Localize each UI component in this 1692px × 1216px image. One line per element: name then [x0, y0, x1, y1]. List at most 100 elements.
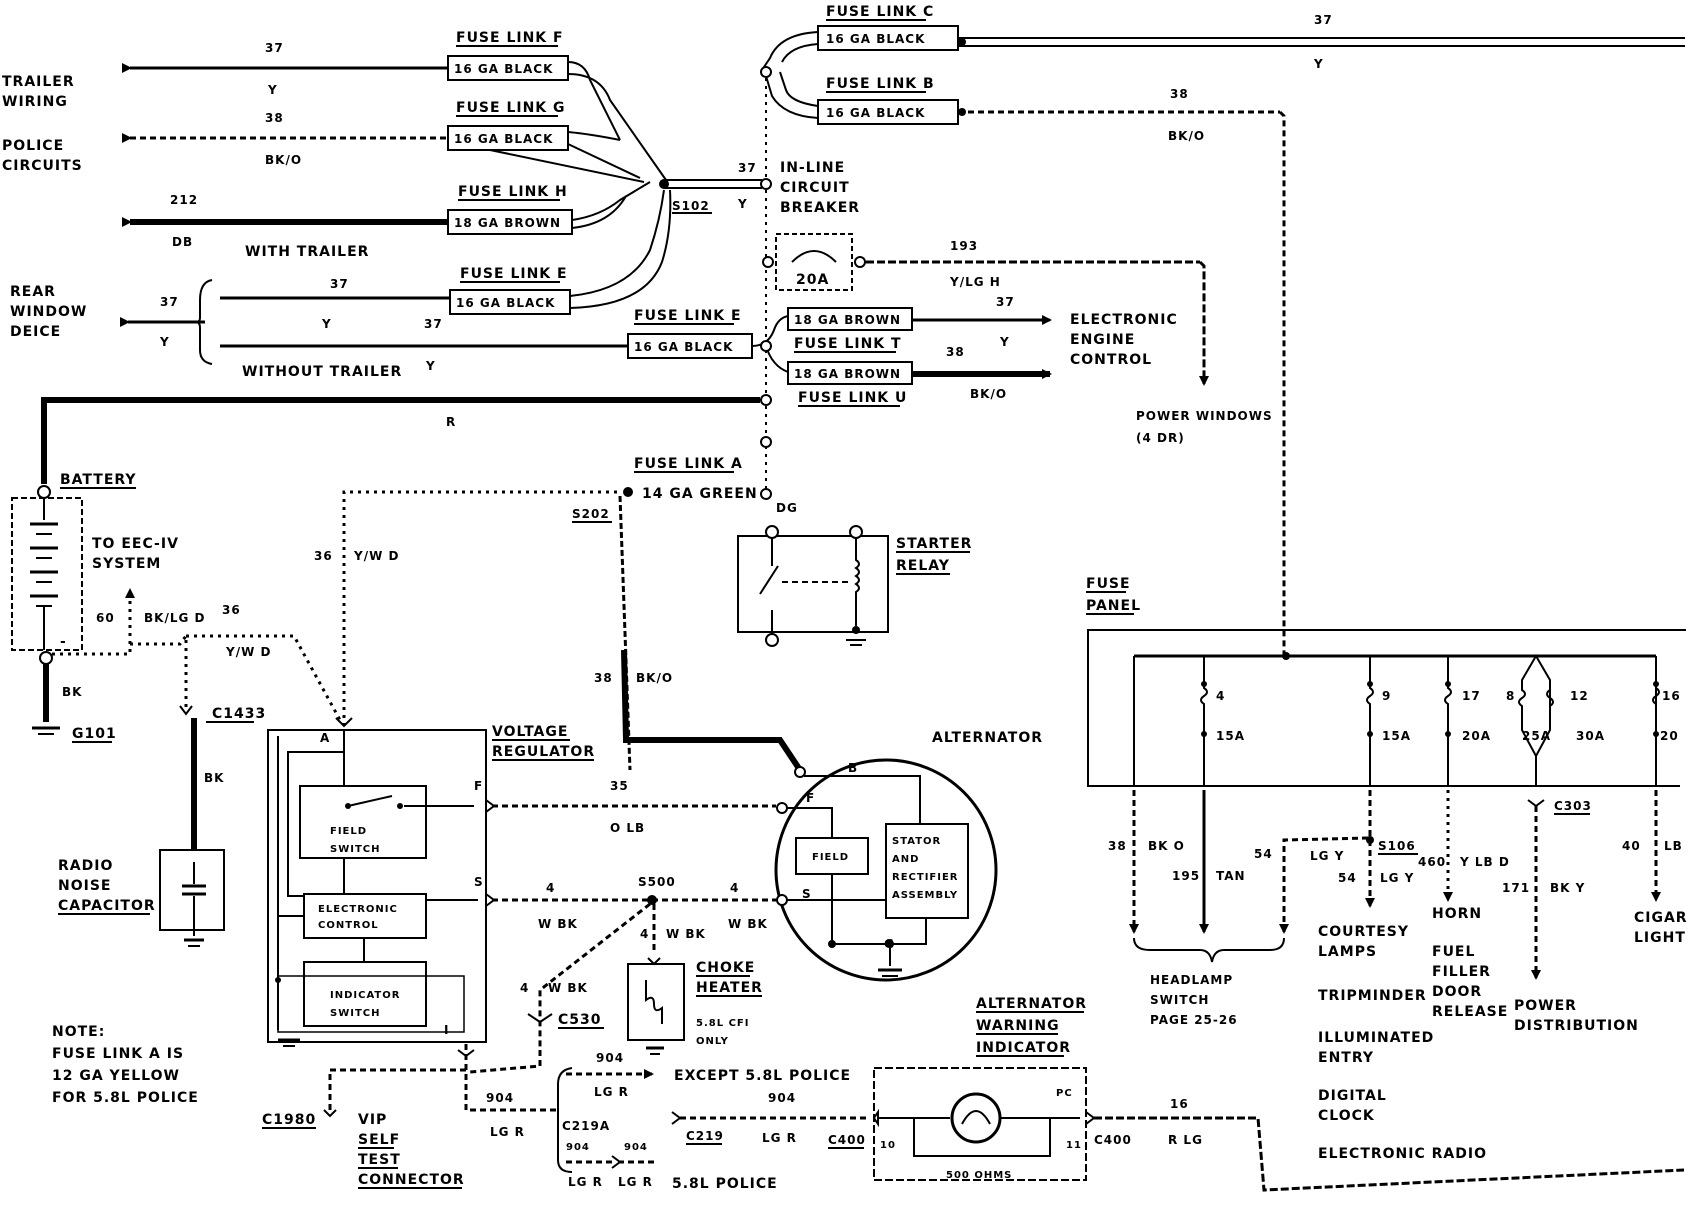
regulator-housing	[267, 729, 487, 1043]
fuse-t-gauge-top: 18 GA BROWN	[794, 313, 901, 327]
fuse-4-bottom	[1201, 731, 1207, 737]
fuse-b-curve-b	[765, 75, 819, 119]
headlamp-label-1: HEADLAMP	[1150, 973, 1233, 987]
wire-16-label: 16	[1170, 1097, 1189, 1111]
fuse-link-b: FUSE LINK B 16 GA BLACK	[817, 76, 959, 125]
wire-60	[52, 588, 135, 656]
out-w171: 171	[1502, 881, 1530, 895]
starter-relay: STARTER RELAY	[737, 525, 972, 647]
color-lgr-a: LG R	[490, 1125, 525, 1139]
fuse-16-element	[1652, 656, 1660, 786]
trailer-wiring-label-2: WIRING	[2, 94, 68, 110]
starter-terminal-3	[765, 633, 779, 647]
fuse-link-g-box	[447, 125, 569, 151]
field-switch-pivot	[345, 803, 351, 809]
fuse-panel-label-2: PANEL	[1086, 598, 1141, 614]
out-wire-54a	[1279, 790, 1372, 934]
fuse-9-num: 9	[1382, 689, 1391, 703]
wire-38-regulator-color: BK/O	[636, 671, 673, 685]
out-c40: LB	[1664, 839, 1683, 853]
field-switch-box	[299, 785, 427, 859]
warning-label-1: ALTERNATOR	[976, 996, 1087, 1012]
fuse-link-g-label: FUSE LINK G	[456, 100, 566, 116]
battery-case	[11, 497, 83, 651]
battery-positive	[37, 485, 51, 499]
junction-fuse-a-1	[760, 436, 772, 448]
to-eec-label-2: SYSTEM	[92, 556, 161, 572]
alternator-terminal-f	[776, 802, 788, 814]
warning-ohms: 500 OHMS	[946, 1170, 1012, 1181]
out-c460: Y LB D	[1459, 855, 1510, 869]
fuse-16-bottom	[1653, 731, 1659, 737]
wire-36-to-c1433	[130, 631, 188, 712]
out-c54b: LG Y	[1380, 871, 1414, 885]
fuse-link-h: FUSE LINK H 18 GA BROWN	[447, 184, 573, 235]
regulator-label-1: VOLTAGE	[492, 724, 568, 740]
vip-label-4: CONNECTOR	[358, 1172, 465, 1188]
wire-37-c: 37	[424, 317, 443, 331]
rear-window-deice-group: REAR WINDOW DEICE 37 Y 37 Y 37 Y WITHOUT…	[10, 277, 628, 380]
rear-window-label-1: REAR	[10, 284, 56, 300]
fuse-h-curve-b	[571, 195, 627, 229]
eec-label-3: CONTROL	[1070, 352, 1152, 368]
warning-pc: PC	[1056, 1088, 1073, 1099]
warning-lamp	[950, 1092, 1002, 1144]
fuse-link-u-label: FUSE LINK U	[798, 390, 907, 406]
indicator-switch-label-1: INDICATOR	[330, 990, 400, 1001]
fuse-link-f-gauge: 16 GA BLACK	[454, 62, 553, 76]
s500-label: S500	[638, 875, 676, 889]
fuse-e1-curve-a	[569, 189, 665, 297]
rear-window-label-2: WINDOW	[10, 304, 87, 320]
color-y-s102: Y	[737, 197, 748, 211]
capacitor-bk: BK	[204, 771, 224, 785]
c1433-connector	[179, 705, 193, 716]
battery-ground-color: BK	[62, 685, 82, 699]
regulator-term-a: A	[320, 731, 330, 745]
starter-dg: DG	[776, 501, 798, 515]
vip-label-2: SELF	[358, 1132, 400, 1148]
field-switch-label-1: FIELD	[330, 826, 367, 837]
wire-4-b: 4	[730, 881, 739, 895]
c219a-label: C219A	[562, 1119, 610, 1133]
choke-label-2: HEATER	[696, 980, 763, 996]
fuse-link-e1-gauge: 16 GA BLACK	[456, 296, 555, 310]
c1433-label: C1433	[212, 706, 266, 722]
color-wbk-b: W BK	[728, 917, 768, 931]
wire-38-down-to-fuse-panel	[1278, 110, 1286, 656]
wire-35-connector	[485, 799, 496, 813]
alternator-term-s: S	[802, 887, 812, 901]
wire-36-up-color: Y/W D	[353, 549, 399, 563]
wire-38-label: 38	[265, 111, 284, 125]
starter-terminal-1	[765, 525, 779, 539]
fuse-link-c-label: FUSE LINK C	[826, 4, 934, 20]
junction-breaker-in	[760, 178, 772, 190]
warning-lamp-filament	[961, 1110, 991, 1125]
field-switch-label-2: SWITCH	[330, 844, 380, 855]
regulator-node	[275, 977, 281, 983]
choke-note-1: 5.8L CFI	[696, 1018, 749, 1029]
warning-pin-10: 10	[880, 1140, 896, 1151]
power-windows-2: (4 DR)	[1136, 431, 1185, 445]
alternator-housing	[774, 758, 998, 982]
breaker-terminal-left	[762, 256, 774, 268]
fuse-link-f: FUSE LINK F 16 GA BLACK	[447, 30, 569, 81]
fuse-17-num: 17	[1462, 689, 1481, 703]
accessory-radio: ELECTRONIC RADIO	[1318, 1146, 1487, 1162]
c1980-label: C1980	[262, 1112, 316, 1128]
vip-label-3: TEST	[358, 1152, 401, 1168]
cigar-label-2: LIGHT	[1634, 930, 1686, 946]
choke-label-1: CHOKE	[696, 960, 755, 976]
color-wbk-a: W BK	[538, 917, 578, 931]
warning-label-2: WARNING	[976, 1018, 1060, 1034]
fuse-16-top	[1653, 681, 1659, 687]
fuse-link-t-group: 18 GA BROWN FUSE LINK T 18 GA BROWN 37 Y…	[751, 295, 1177, 401]
junction-fuse-a-2	[760, 488, 772, 500]
breaker-rating: 20A	[796, 272, 829, 288]
color-wbk-d: W BK	[548, 981, 588, 995]
choke-heater: CHOKE HEATER 5.8L CFI ONLY	[627, 957, 763, 1055]
junction-top-c	[760, 66, 772, 78]
wire-38-regulator: 38	[594, 671, 613, 685]
wire-r-battery	[41, 397, 760, 484]
starter-label-1: STARTER	[896, 536, 972, 552]
